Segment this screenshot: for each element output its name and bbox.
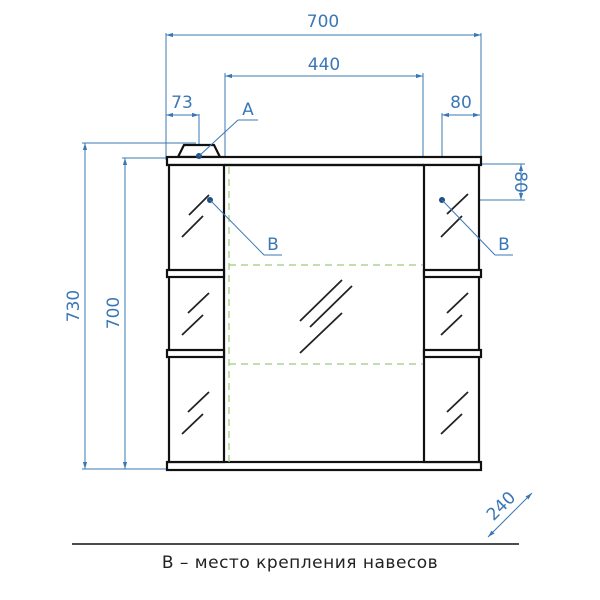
leader-b-right: B xyxy=(439,197,513,256)
glass-mark-right-top xyxy=(440,193,469,238)
glass-mark-left-top xyxy=(181,194,210,238)
top-shelf xyxy=(165,155,483,167)
mirror-cabinet xyxy=(165,143,483,472)
mount-a-offset-value: 73 xyxy=(171,93,193,113)
body-height-value: 700 xyxy=(104,297,124,329)
label-b-left: B xyxy=(267,235,279,255)
leader-a: A xyxy=(196,100,258,159)
label-b-right: B xyxy=(498,235,510,255)
glass-mark-right-bottom xyxy=(440,391,469,435)
dimension-overall-width: 700 xyxy=(165,12,482,160)
dimension-overall-height: 730 xyxy=(64,142,196,470)
left-shelf-2 xyxy=(165,348,226,359)
right-column xyxy=(422,163,481,464)
leader-b-left: B xyxy=(207,197,282,256)
label-a: A xyxy=(242,100,254,120)
glass-mark-center xyxy=(299,279,353,354)
dimension-body-height: 700 xyxy=(104,157,168,469)
glass-mark-right-middle xyxy=(440,292,469,336)
depth-value: 240 xyxy=(483,488,520,525)
dimension-depth: 240 xyxy=(483,488,533,538)
overall-height-value: 730 xyxy=(64,290,84,322)
mount-b-horizontal-value: 80 xyxy=(450,93,472,113)
bottom-shelf xyxy=(165,460,483,472)
left-column xyxy=(167,163,226,464)
mirror-width-value: 440 xyxy=(308,55,340,75)
left-shelf-1 xyxy=(165,268,226,279)
caption-legend: B – место крепления навесов xyxy=(161,553,439,573)
right-shelf-1 xyxy=(422,268,483,279)
overall-width-value: 700 xyxy=(307,12,339,32)
glass-mark-left-bottom xyxy=(181,391,210,435)
glass-mark-left-middle xyxy=(181,292,210,336)
right-shelf-2 xyxy=(422,348,483,359)
mount-b-vertical-value: 80 xyxy=(510,171,530,193)
dimension-mirror-width: 440 xyxy=(224,55,424,160)
